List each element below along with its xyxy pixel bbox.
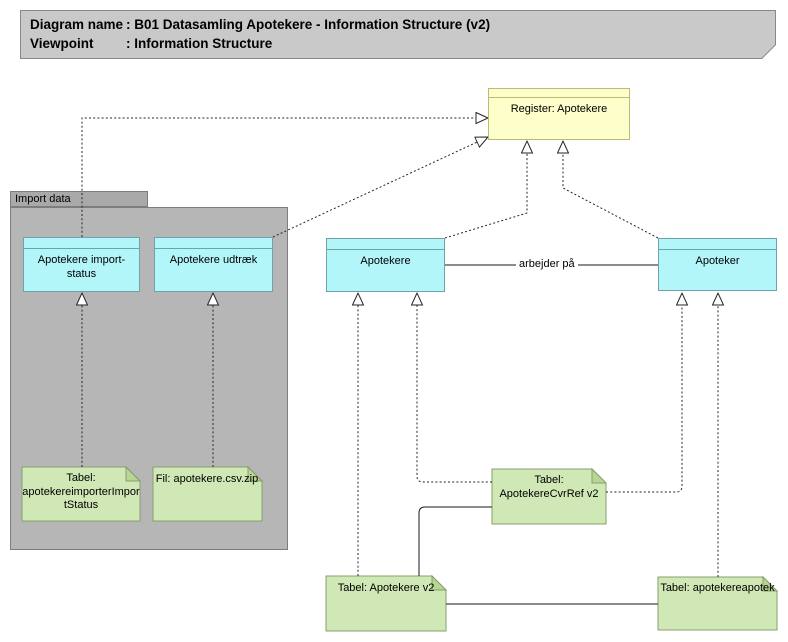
realization-apotekere-to-register: [444, 141, 527, 239]
node-label: Apotekere import-status: [37, 254, 126, 280]
realization-import-status-to-register: [81, 118, 488, 237]
node-register-apotekere[interactable]: Register: Apotekere: [488, 88, 630, 140]
note-label-apotekere-v2: Tabel: Apotekere v2: [337, 582, 435, 594]
realization-cvr-ref-to-apotekere: [417, 293, 492, 483]
realization-udtraek-to-register: [272, 137, 488, 238]
node-apoteker[interactable]: Apoteker: [658, 238, 777, 291]
node-label: Apotekere: [360, 255, 411, 267]
node-label: Register: Apotekere: [510, 103, 608, 115]
node-compartment-strip: [155, 238, 272, 249]
note-fold-icon: [431, 574, 448, 591]
node-label: Apotekere udtræk: [169, 254, 258, 266]
viewpoint-value: : Information Structure: [126, 36, 273, 51]
note-fold-icon: [125, 465, 142, 482]
note-fold-icon: [762, 575, 779, 592]
diagram-name-value: : B01 Datasamling Apotekere - Informatio…: [126, 17, 491, 32]
node-compartment-strip: [659, 239, 776, 250]
note-cvr-ref[interactable]: [491, 467, 608, 525]
association-cvr-ref-apotekere-v2: [418, 506, 492, 576]
node-compartment-strip: [327, 239, 444, 250]
note-label-file-zip: Fil: apotekere.csv.zip: [155, 473, 259, 485]
note-label-apotekereapotek: Tabel: apotekereapotek: [660, 582, 775, 594]
realization-apoteker-to-register: [563, 141, 659, 239]
folder-label: Import data: [15, 193, 71, 205]
note-label-cvr-ref: Tabel: ApotekereCvrRef v2: [499, 474, 599, 500]
diagram-name-label: Diagram name: [30, 17, 124, 32]
node-apotekere[interactable]: Apotekere: [326, 238, 445, 292]
node-compartment-strip: [489, 89, 629, 98]
realization-cvr-ref-to-apoteker: [606, 293, 682, 493]
note-import-status-table[interactable]: [21, 465, 142, 522]
node-apotekere-udtraek[interactable]: Apotekere udtræk: [154, 237, 273, 292]
note-apotekere-v2[interactable]: [325, 574, 448, 632]
note-fold-icon: [591, 467, 608, 484]
diagram-title-text: Diagram name: B01 Datasamling Apotekere …: [30, 15, 490, 53]
node-label: Apoteker: [695, 255, 740, 267]
node-compartment-strip: [24, 238, 139, 249]
note-apotekereapotek[interactable]: [657, 575, 779, 631]
note-fold-icon: [247, 465, 264, 482]
diagram-title-box: [20, 10, 776, 59]
note-file-zip[interactable]: [152, 465, 264, 522]
import-data-folder-tab[interactable]: Import data: [10, 191, 148, 207]
note-label-import-status-table: Tabel: apotekereimporterImportStatus: [22, 472, 140, 511]
association-label-arbejder-paa: arbejder på: [516, 258, 578, 270]
node-apotekere-import-status[interactable]: Apotekere import-status: [23, 237, 140, 292]
viewpoint-label: Viewpoint: [30, 36, 94, 51]
